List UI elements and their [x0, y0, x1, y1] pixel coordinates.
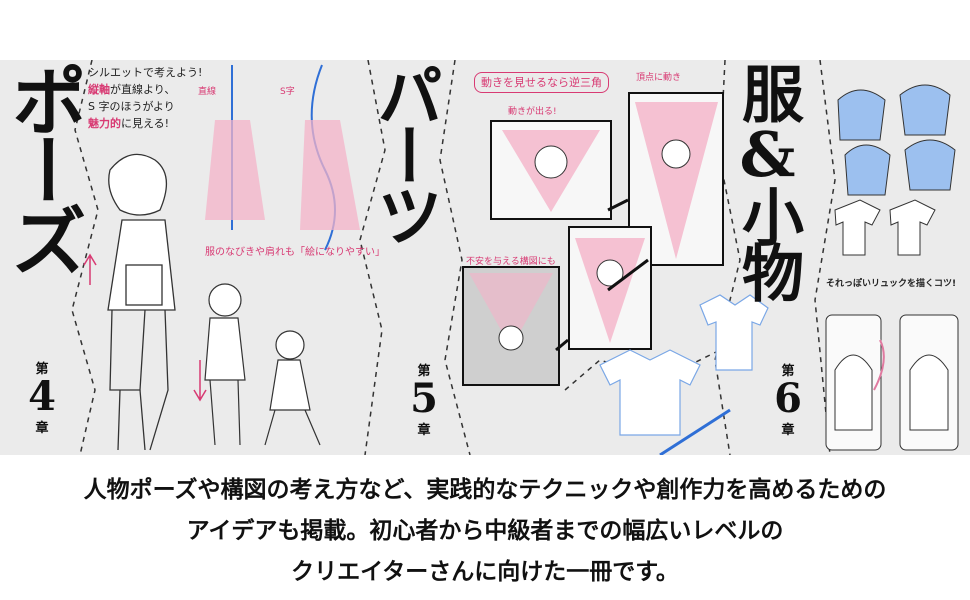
chapter-digit: 6 — [774, 375, 802, 422]
divider-line — [359, 60, 386, 455]
chapter-title-parts: パーツ — [366, 62, 444, 242]
tip-line-2: 縦軸が直線より、 — [88, 81, 202, 98]
divider-line — [814, 60, 836, 455]
description-line-1: 人物ポーズや構図の考え方など、実践的なテクニックや創作力を高めるための — [83, 477, 887, 503]
chapter-number-4: 第 4 章 — [22, 358, 62, 436]
divider-line — [439, 60, 471, 455]
panel-note-1: 動きが出る! — [508, 107, 557, 117]
shirt-illustrations — [599, 294, 769, 455]
arrow-mark — [193, 360, 207, 402]
arrow-mark — [83, 253, 97, 285]
chapter-digit: 5 — [410, 375, 438, 422]
silhouette-tip: シルエットで考えよう! 縦軸が直線より、 S 字のほうがより 魅力的に見える! — [88, 64, 202, 132]
manga-panel — [462, 266, 560, 386]
tip-text: が直線より、 — [110, 83, 176, 97]
chapter-number-5: 第 5 章 — [404, 360, 444, 438]
description-line-2: アイデアも掲載。初心者から中級者までの幅広いレベルの — [186, 518, 784, 544]
chapter-title-poses: ポーズ — [0, 62, 87, 272]
chapter-suffix: 章 — [781, 423, 795, 438]
chapter-prefix: 第 — [417, 364, 431, 379]
girl-figure — [107, 153, 176, 451]
tip-highlight: 魅力的 — [88, 117, 121, 131]
description-line-3: クリエイターさんに向けた一冊です。 — [291, 559, 679, 585]
tip-text: に見える! — [121, 117, 170, 131]
dress-shape — [205, 120, 265, 220]
label-straight: 直線 — [198, 87, 217, 97]
label-s-curve: S字 — [280, 87, 295, 97]
chapter-prefix: 第 — [35, 362, 49, 377]
tip-highlight: 縦軸 — [88, 83, 110, 97]
chapter-digit: 4 — [28, 373, 56, 420]
dress-shape — [300, 120, 360, 230]
tip-line-3: S 字のほうがより — [88, 100, 175, 114]
panel-note-2: 頂点に動き — [636, 73, 682, 83]
flow-note: 服のなびきや肩れも「絵になりやすい」 — [205, 247, 385, 258]
tip-line-1: シルエットで考えよう! — [88, 66, 203, 79]
description-text: 人物ポーズや構図の考え方など、実践的なテクニックや創作力を高めるための アイデア… — [0, 470, 970, 593]
blue-arrow — [659, 408, 731, 455]
manga-panel — [490, 120, 612, 220]
pose-illustrations — [83, 64, 360, 451]
cap-and-backpack-illustrations — [825, 84, 959, 451]
panel-note-3: 不安を与える構図にも — [466, 257, 556, 267]
divider-line — [714, 60, 741, 455]
tip-line-4: 魅力的に見える! — [88, 115, 202, 132]
chapter-suffix: 章 — [35, 421, 49, 436]
divider-line — [71, 60, 99, 455]
chapter-prefix: 第 — [781, 364, 795, 379]
promo-banner: ポーズ 第 4 章 シルエットで考えよう! 縦軸が直線より、 S 字のほうがより… — [0, 60, 970, 455]
chapter-suffix: 章 — [417, 423, 431, 438]
chapter-number-6: 第 6 章 — [768, 360, 808, 438]
sitting-figures — [204, 283, 321, 446]
chapter-title-clothes: 服&小物 — [731, 62, 804, 297]
camera-note: 動きを見せるなら逆三角 — [474, 72, 609, 94]
backpack-tip: それっぽいリュックを描くコツ! — [826, 279, 957, 289]
